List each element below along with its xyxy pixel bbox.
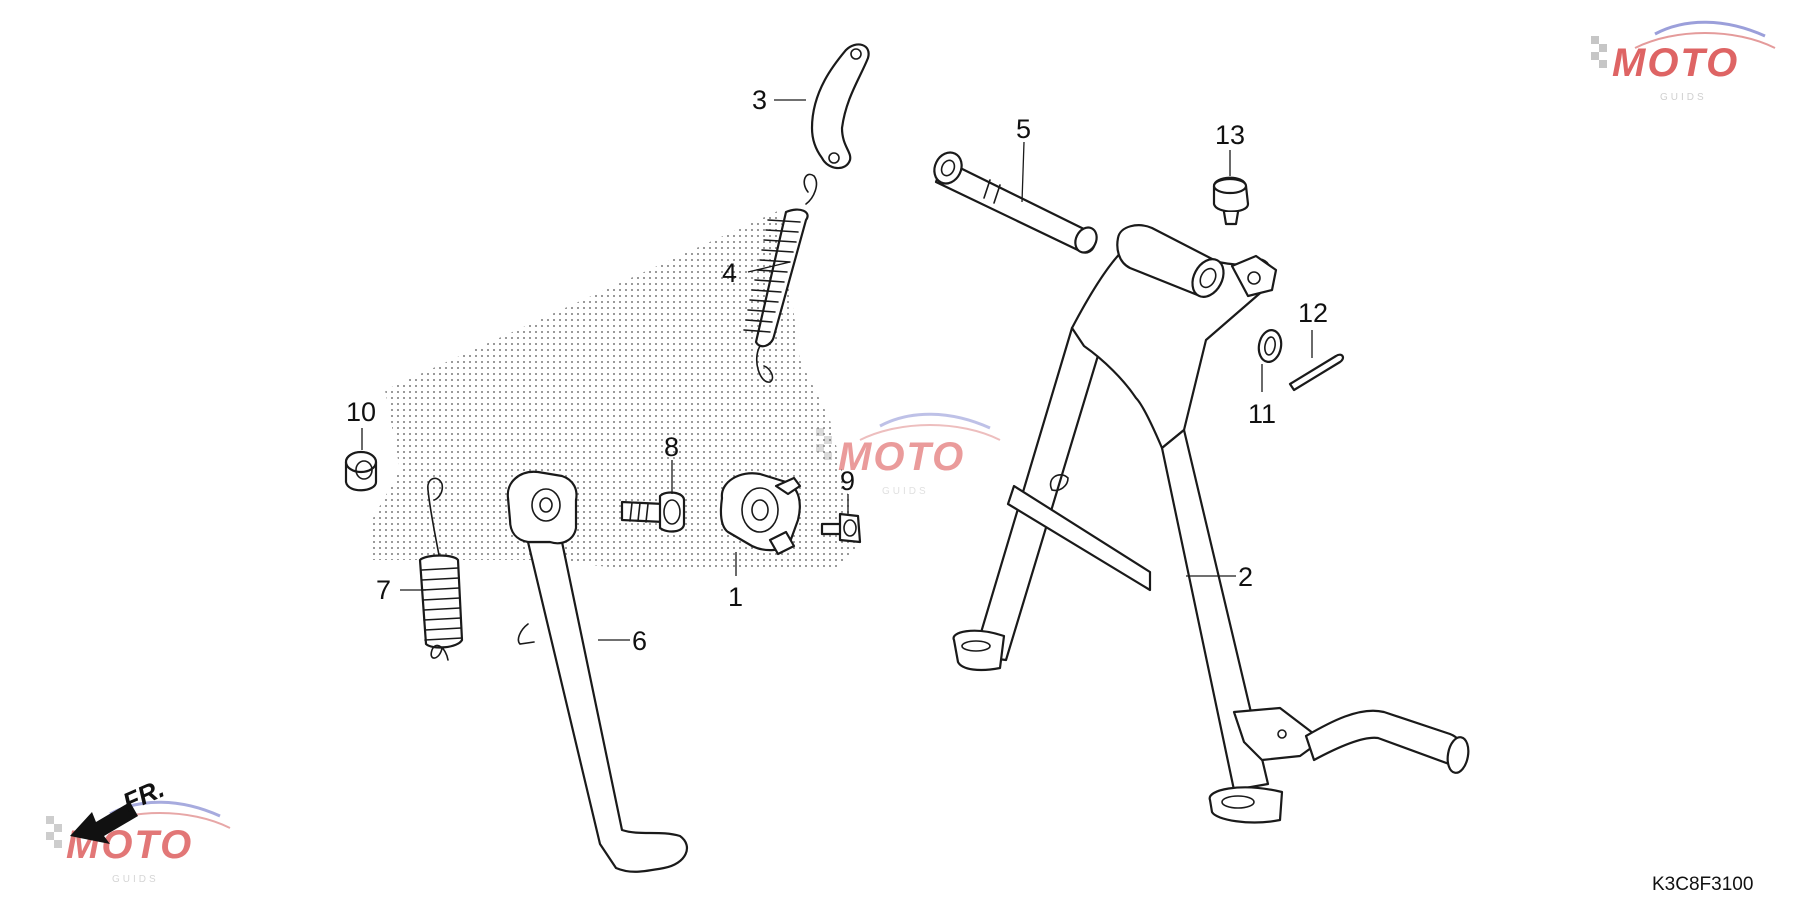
part-5-pivot-shaft bbox=[933, 151, 1098, 254]
watermark-brand-text: MOTO bbox=[1612, 41, 1739, 85]
part-7-side-stand-spring bbox=[418, 477, 464, 661]
part-6-side-stand bbox=[506, 470, 688, 873]
callout-labels: 3 4 5 13 12 11 2 10 7 6 8 1 9 bbox=[346, 85, 1328, 656]
callout-11: 11 bbox=[1248, 399, 1276, 429]
part-10-collar bbox=[344, 450, 378, 492]
part-11-washer bbox=[1257, 329, 1283, 363]
callout-3: 3 bbox=[752, 85, 767, 115]
callout-1: 1 bbox=[728, 582, 743, 612]
watermark-center: MOTO GUIDS bbox=[814, 412, 1002, 497]
part-8-pivot-bolt bbox=[620, 491, 686, 533]
diagram-code: K3C8F3100 bbox=[1652, 874, 1753, 895]
callout-13: 13 bbox=[1215, 120, 1245, 150]
callout-12: 12 bbox=[1298, 298, 1328, 328]
callout-9: 9 bbox=[840, 466, 855, 496]
front-arrow-icon bbox=[70, 802, 138, 844]
part-3-bracket bbox=[810, 43, 870, 170]
leader-lines bbox=[361, 99, 1313, 641]
callout-6: 6 bbox=[632, 626, 647, 656]
callout-5: 5 bbox=[1016, 114, 1031, 144]
callout-10: 10 bbox=[346, 397, 376, 427]
part-9-flange-bolt bbox=[820, 512, 862, 544]
callout-8: 8 bbox=[664, 432, 679, 462]
part-12-cotter-pin bbox=[1288, 353, 1345, 392]
callout-4: 4 bbox=[722, 258, 737, 288]
callout-2: 2 bbox=[1238, 562, 1253, 592]
watermark-sub-text: GUIDS bbox=[112, 874, 159, 885]
watermark-bottom-left: MOTO GUIDS bbox=[44, 800, 232, 885]
watermark-sub-text: GUIDS bbox=[1660, 92, 1707, 103]
watermark-top-right: MOTO GUIDS bbox=[1589, 20, 1777, 103]
part-4-spring bbox=[743, 173, 818, 383]
watermark-brand-text: MOTO bbox=[838, 435, 965, 479]
part-2-main-stand bbox=[952, 224, 1470, 824]
watermark-sub-text: GUIDS bbox=[882, 486, 929, 497]
callout-7: 7 bbox=[376, 575, 391, 605]
part-13-rubber-stopper bbox=[1212, 176, 1250, 226]
part-1-switch bbox=[719, 472, 802, 556]
